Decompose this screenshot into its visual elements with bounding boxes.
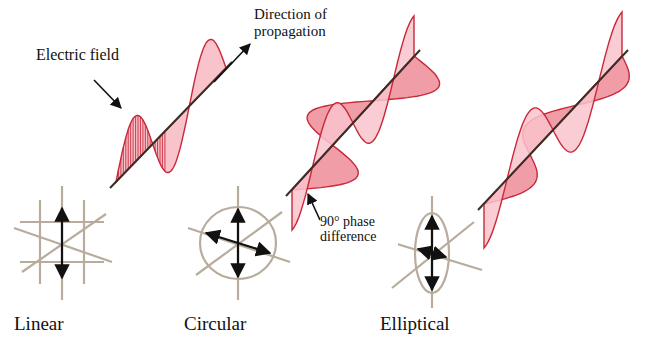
panel-title: Linear — [14, 314, 64, 335]
axes — [14, 186, 482, 308]
propagation-axis — [110, 50, 628, 210]
leader-arrows — [94, 44, 320, 220]
callout-label: 90° phase difference — [320, 214, 398, 245]
linear-wave — [116, 40, 226, 183]
panel-title: Circular — [184, 314, 246, 335]
field-arrows — [62, 208, 446, 290]
wave-group — [116, 12, 629, 248]
callout-label: Direction of propagation — [254, 6, 366, 39]
panel-title: Elliptical — [380, 314, 450, 335]
callout-label: Electric field — [36, 46, 119, 64]
field-hatching — [116, 116, 165, 183]
